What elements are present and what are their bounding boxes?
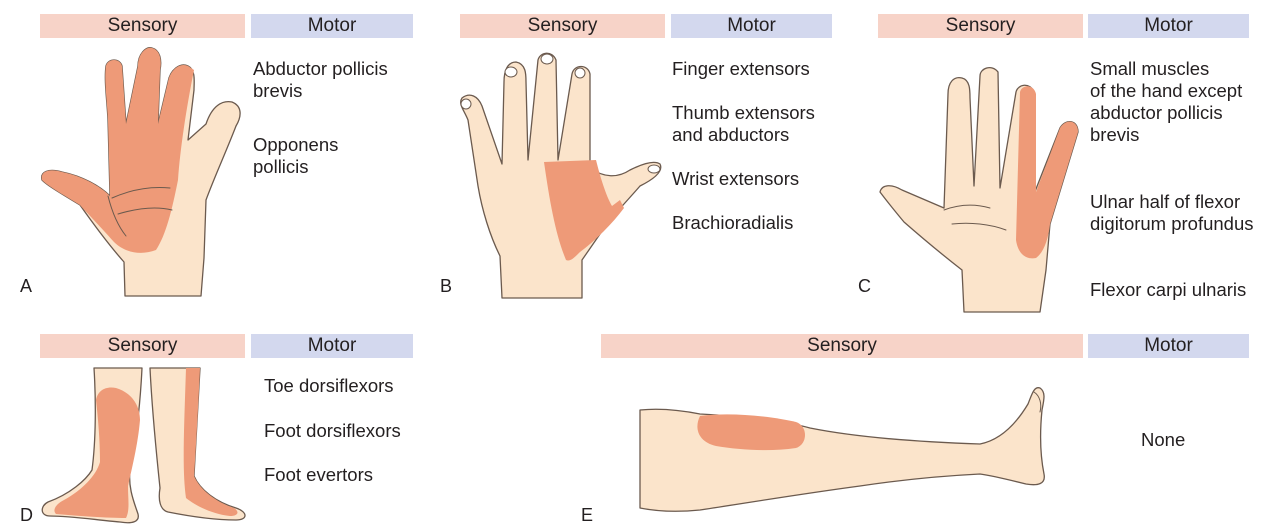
panel-a-sensory-header: Sensory xyxy=(40,14,245,38)
panel-d-label: D xyxy=(20,505,33,525)
panel-c-motor-item: Small muscles of the hand except abducto… xyxy=(1090,58,1243,145)
panel-c-motor-item: Flexor carpi ulnaris xyxy=(1090,279,1247,300)
panel-c-motor-header: Motor xyxy=(1088,14,1249,38)
panel-b-motor-header: Motor xyxy=(671,14,832,38)
panel-a-label: A xyxy=(20,276,33,296)
panel-c-hand-illustration xyxy=(879,66,1079,313)
panel-a-motor-item: Opponens pollicis xyxy=(253,134,339,177)
panel-d-motor-item: Foot dorsiflexors xyxy=(264,420,401,441)
panel-c-motor-item: Ulnar half of flexor digitorum profundus xyxy=(1090,191,1254,234)
panel-e-motor-item: None xyxy=(1141,429,1186,450)
panel-b-motor-item: Thumb extensors and abductors xyxy=(672,102,815,145)
panel-a-motor-item: Abductor pollicis brevis xyxy=(253,58,388,101)
panel-e-leg-illustration xyxy=(639,387,1045,512)
panel-e-motor-header: Motor xyxy=(1088,334,1249,358)
panel-b-motor-item: Brachioradialis xyxy=(672,212,794,233)
panel-c-label: C xyxy=(858,276,871,296)
panel-d-legs-illustration xyxy=(41,367,246,524)
panel-a-motor-header: Motor xyxy=(251,14,413,38)
panel-d-motor-item: Foot evertors xyxy=(264,464,373,485)
panel-b-label: B xyxy=(440,276,453,296)
panel-b-motor-item: Wrist extensors xyxy=(672,168,800,189)
panel-a-hand-illustration xyxy=(41,47,241,297)
panel-e-sensory-header: Sensory xyxy=(601,334,1083,358)
panel-b-hand-illustration xyxy=(460,52,662,299)
panel-c-sensory-header: Sensory xyxy=(878,14,1083,38)
panel-d-motor-header: Motor xyxy=(251,334,413,358)
panel-b-sensory-header: Sensory xyxy=(460,14,665,38)
panel-e-label: E xyxy=(581,505,594,525)
panel-b-motor-item: Finger extensors xyxy=(672,58,810,79)
panel-d-sensory-header: Sensory xyxy=(40,334,245,358)
panel-d-motor-item: Toe dorsiflexors xyxy=(264,375,394,396)
